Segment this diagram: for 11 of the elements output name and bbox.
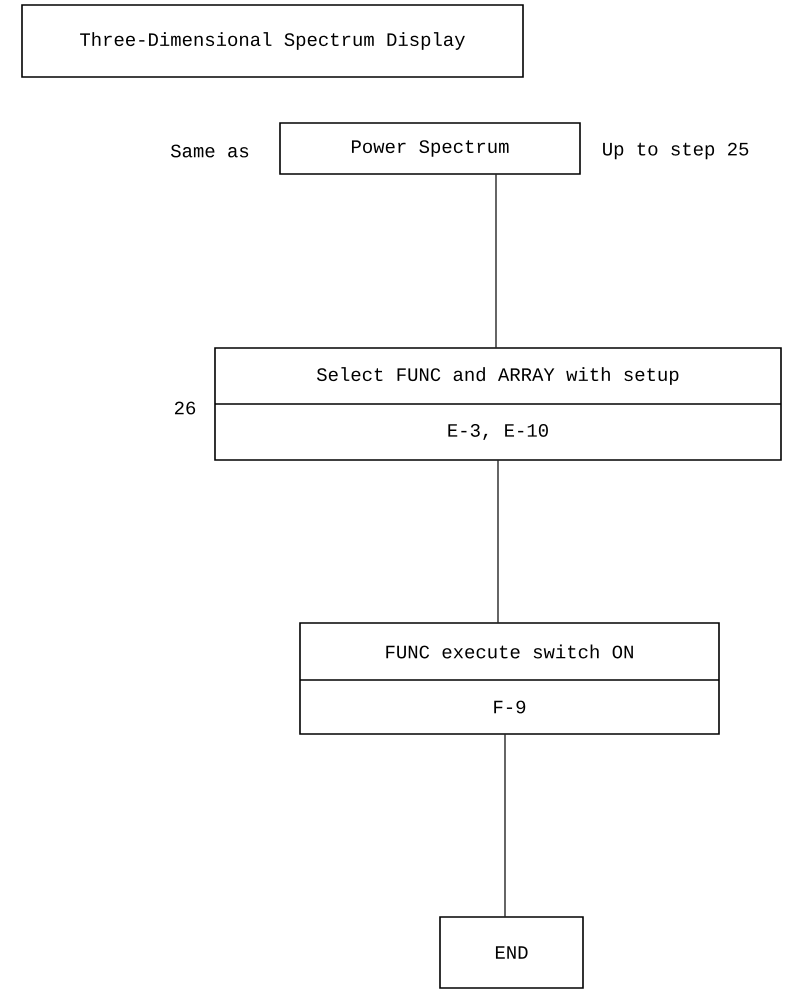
- process-box: END: [439, 916, 584, 989]
- step-number: 26: [174, 402, 196, 414]
- process-box: Select FUNC and ARRAY with setup E-3, E-10: [214, 347, 782, 461]
- side-note: Same as: [170, 144, 248, 158]
- side-note: Up to step 25: [603, 142, 748, 160]
- process-box: Power Spectrum: [279, 122, 581, 175]
- process-box: FUNC execute switch ON F-9: [299, 622, 720, 735]
- process-box: Three-Dimensional Spectrum Display: [21, 4, 524, 78]
- connector-line: [497, 460, 499, 622]
- connector-line: [495, 174, 497, 348]
- connector-line: [504, 734, 506, 916]
